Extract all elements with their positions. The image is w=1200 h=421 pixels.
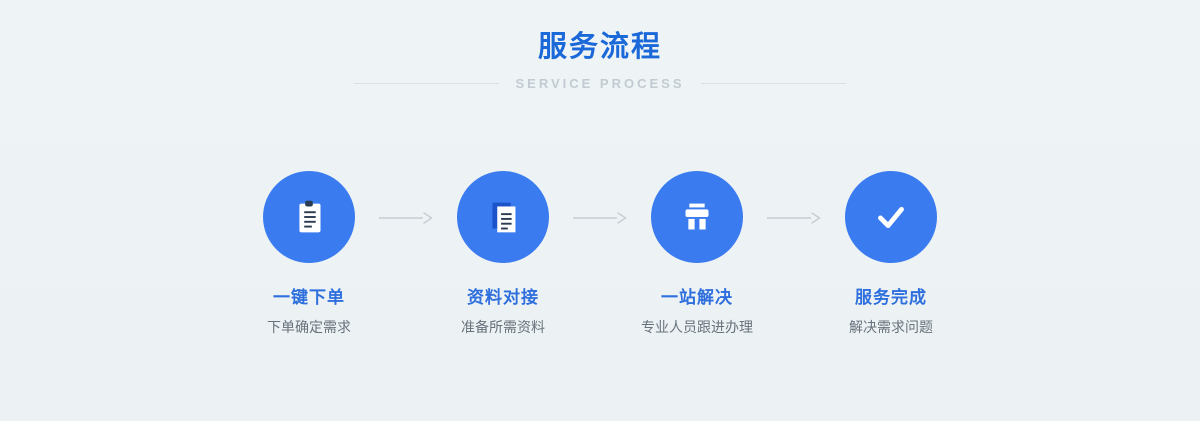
step-place-order: 一键下单 下单确定需求 (239, 170, 379, 337)
section-header: 服务流程 SERVICE PROCESS (0, 0, 1200, 91)
section-subtitle-row: SERVICE PROCESS (0, 76, 1200, 91)
arrow-right-icon (571, 171, 629, 225)
process-steps: 一键下单 下单确定需求 资料对接 准备所需资料 (0, 170, 1200, 337)
step-circle (651, 170, 743, 263)
clipboard-icon (299, 200, 321, 233)
step-materials: 资料对接 准备所需资料 (433, 170, 573, 337)
step-desc: 解决需求问题 (849, 318, 933, 335)
documents-icon (492, 202, 516, 233)
subtitle-left-line (354, 82, 500, 84)
storefront-icon (685, 203, 709, 230)
checkmark-icon (878, 206, 904, 228)
step-title: 资料对接 (467, 287, 539, 307)
step-circle (845, 170, 937, 263)
arrow-right-icon (765, 171, 823, 225)
step-circle (263, 170, 355, 263)
step-desc: 专业人员跟进办理 (641, 318, 753, 335)
step-complete: 服务完成 解决需求问题 (821, 170, 961, 337)
step-desc: 准备所需资料 (461, 318, 545, 335)
section-title: 服务流程 (537, 31, 662, 63)
step-title: 服务完成 (855, 287, 927, 307)
step-circle (457, 170, 549, 263)
step-one-stop: 一站解决 专业人员跟进办理 (627, 170, 767, 337)
step-title: 一键下单 (273, 287, 345, 307)
subtitle-right-line (700, 82, 846, 84)
step-desc: 下单确定需求 (267, 318, 351, 335)
step-title: 一站解决 (661, 287, 733, 307)
arrow-right-icon (377, 171, 435, 225)
section-subtitle: SERVICE PROCESS (515, 75, 685, 91)
